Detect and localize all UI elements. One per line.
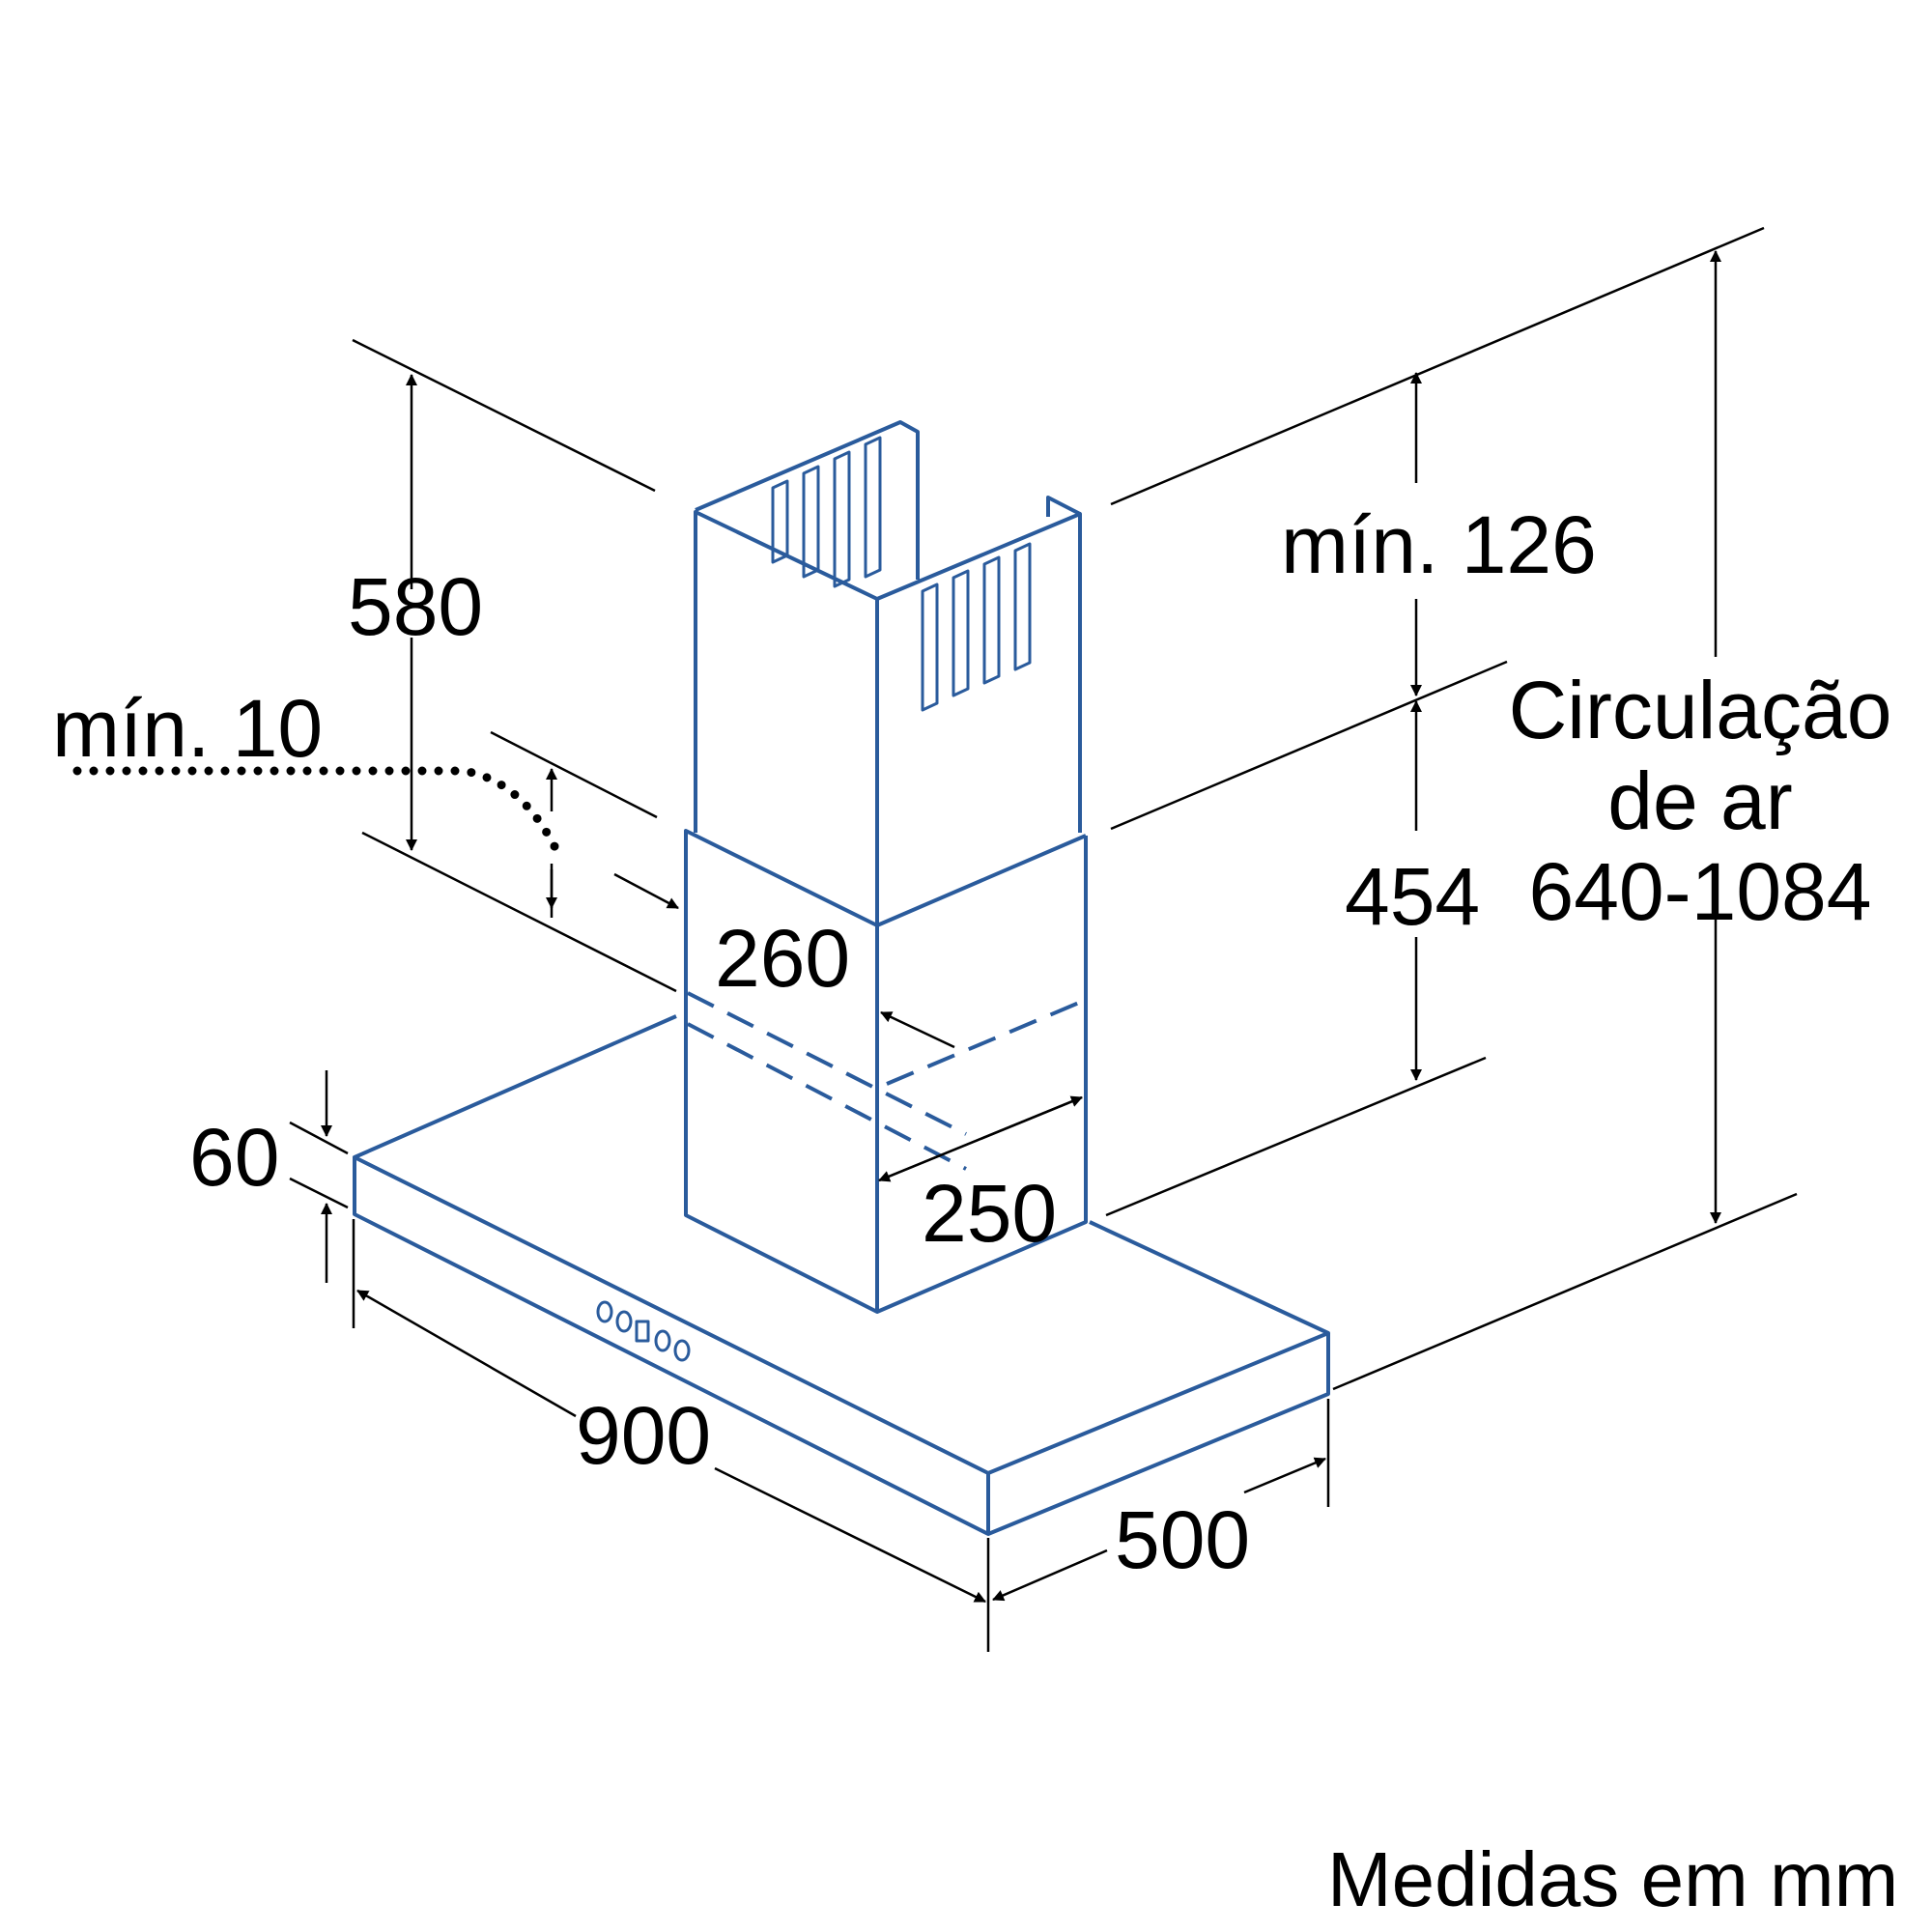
hood-outline (353, 420, 1330, 1536)
label-min-10: mín. 10 (52, 683, 324, 774)
label-580: 580 (348, 561, 484, 652)
canopy-top-left-edge (353, 1014, 1330, 1475)
upper-chimney-top-right (1046, 496, 1081, 517)
air-circulation-line3: 640-1084 (1528, 846, 1872, 938)
label-min-126: mín. 126 (1281, 499, 1597, 590)
label-260: 260 (715, 913, 851, 1004)
air-circulation-line2: de ar (1607, 755, 1793, 847)
vent-slots-right (921, 542, 1032, 712)
min-clearance-dotted-line (72, 766, 561, 855)
units-note: Medidas em mm (1327, 1836, 1899, 1922)
upper-chimney-top-left (695, 420, 920, 580)
extension-lines (289, 226, 1798, 1652)
label-454: 454 (1345, 851, 1481, 942)
vent-slots-left (771, 436, 882, 588)
canopy-front-face (353, 1157, 1330, 1536)
label-900: 900 (576, 1390, 712, 1481)
label-250: 250 (922, 1168, 1058, 1259)
label-60: 60 (189, 1112, 280, 1203)
air-circulation-line1: Circulação (1508, 665, 1892, 755)
control-buttons-icon (596, 1300, 691, 1362)
upper-chimney-right (876, 512, 1082, 833)
air-circulation-label: Circulação de ar 640-1084 (1507, 665, 1893, 937)
label-500: 500 (1115, 1494, 1251, 1585)
hidden-lines (687, 991, 1087, 1171)
dimension-lines (321, 250, 1721, 1604)
